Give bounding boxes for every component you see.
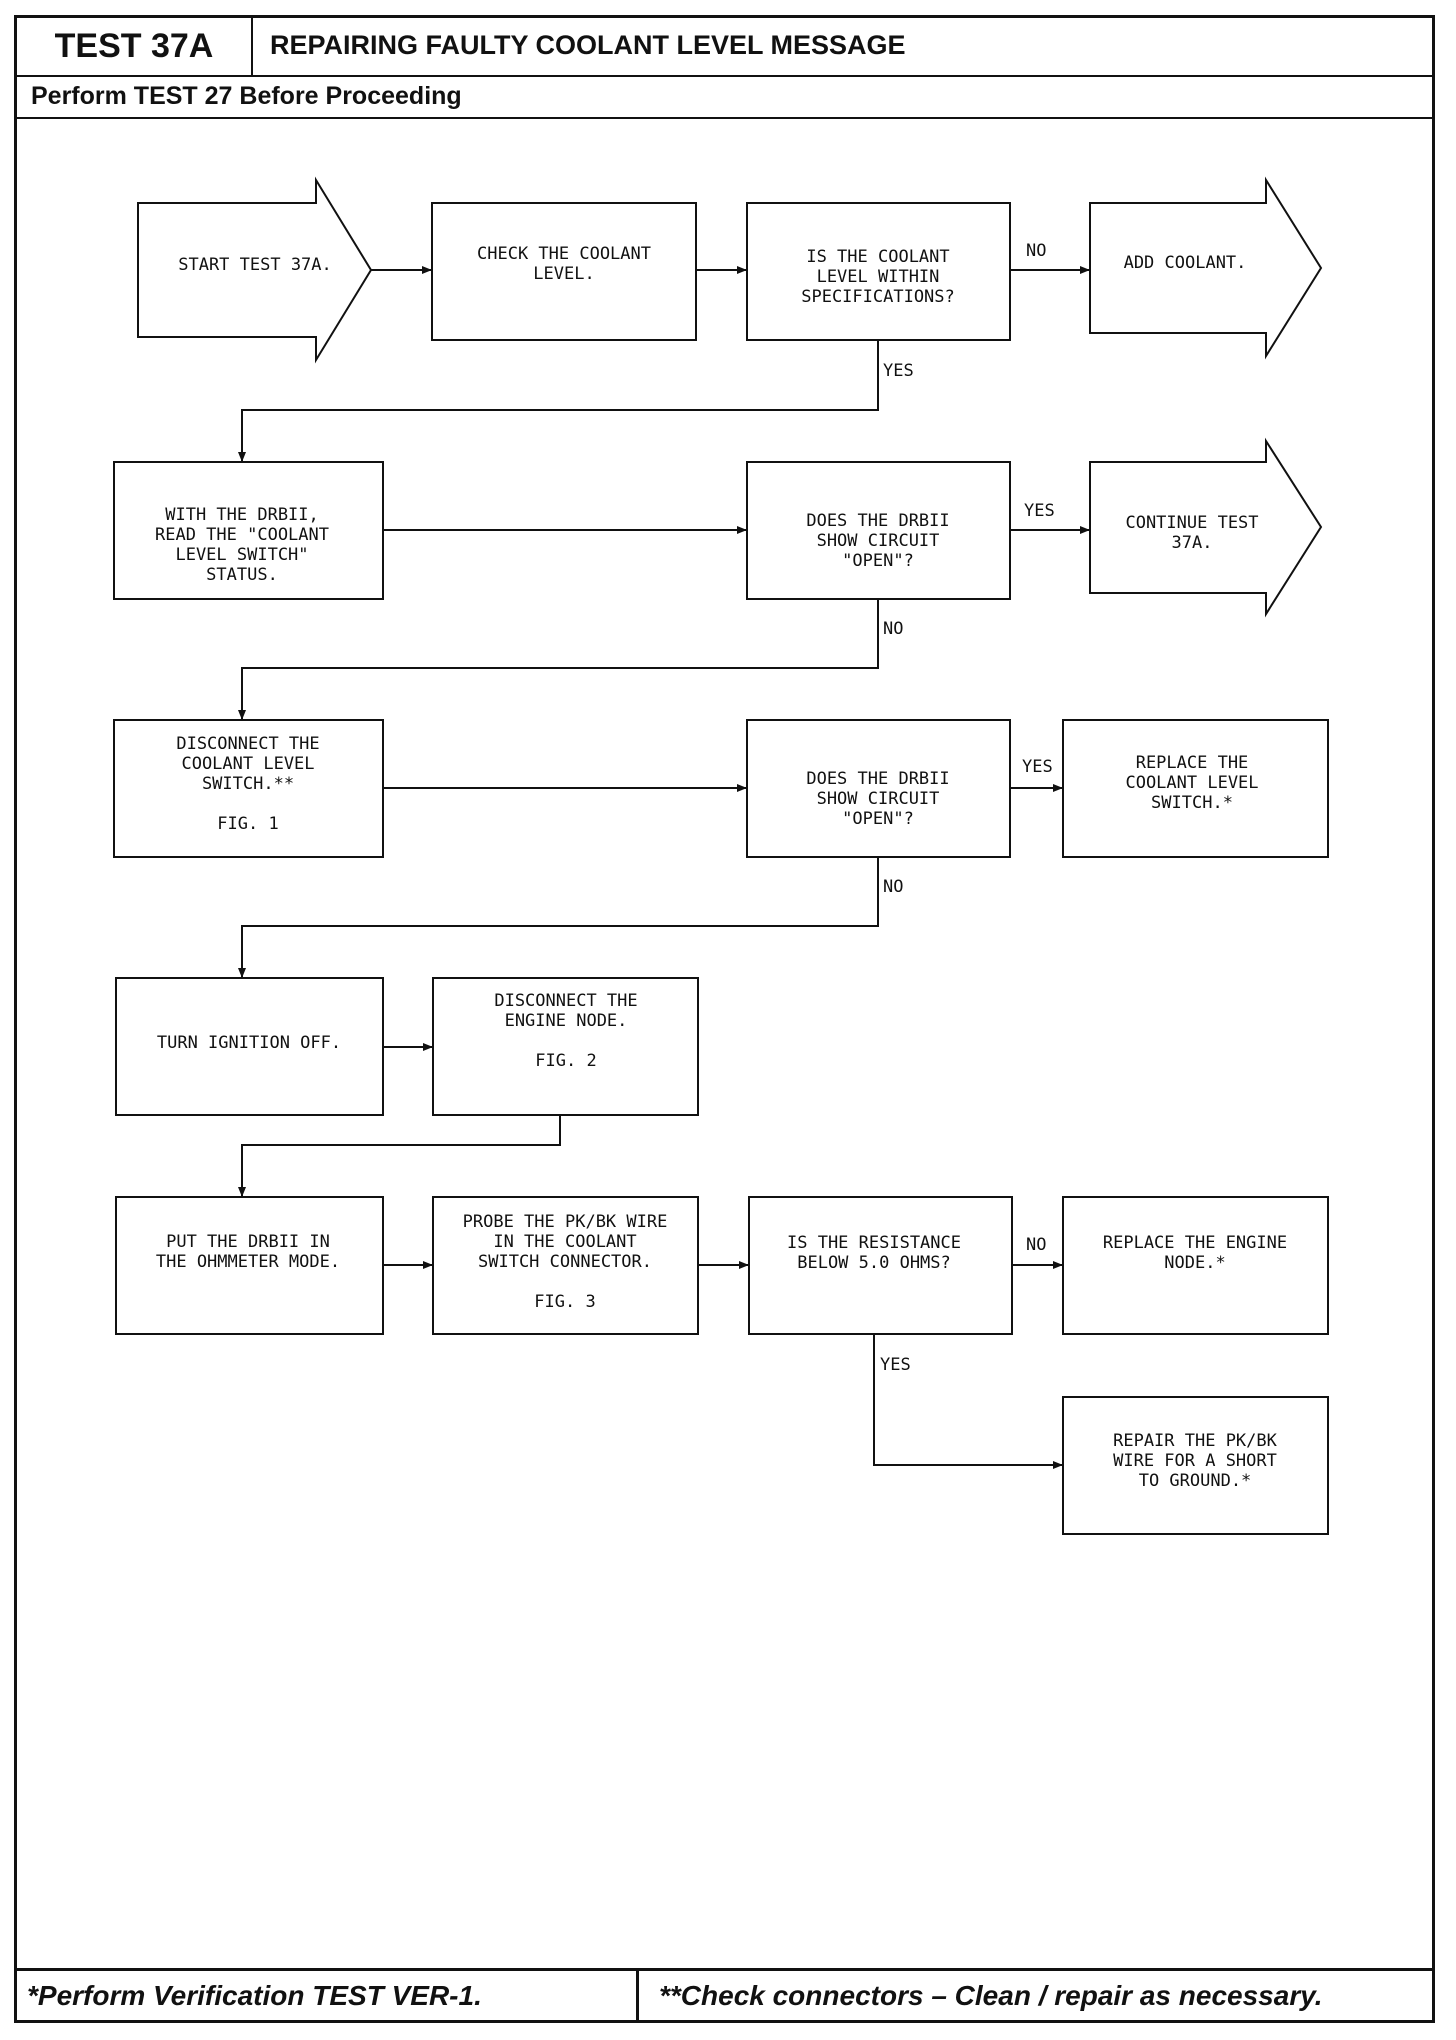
node-line: TO GROUND.* (1139, 1471, 1252, 1491)
node-line: "OPEN"? (842, 551, 914, 571)
edge-resistance-repair (873, 1334, 1063, 1469)
node-line: FIG. 3 (534, 1292, 595, 1312)
edge-node-ohmmeter (238, 1115, 561, 1197)
edge-label-no-4: NO (1026, 1235, 1046, 1255)
edge-open2-ignition (238, 857, 879, 978)
node-line: SWITCH CONNECTOR. (478, 1252, 652, 1272)
node-line: STATUS. (206, 565, 278, 585)
node-line: REPLACE THE (1136, 753, 1249, 773)
probe-box (432, 1196, 699, 1335)
start-arrow-shape (137, 176, 373, 364)
disconnect-node-box (432, 977, 699, 1116)
ignition-off-box (115, 977, 384, 1116)
page-title: REPAIRING FAULTY COOLANT LEVEL MESSAGE (270, 30, 906, 60)
node-ignition-off: TURN IGNITION OFF. (157, 1033, 341, 1053)
node-line: REPLACE THE ENGINE (1103, 1233, 1287, 1253)
edge-label-yes-1: YES (883, 361, 914, 381)
node-line: REPAIR THE PK/BK (1113, 1431, 1278, 1451)
node-line: CONTINUE TEST (1125, 513, 1258, 533)
node-line: DOES THE DRBII (806, 769, 949, 789)
within-spec-box (746, 202, 1011, 341)
node-line: ENGINE NODE. (505, 1011, 628, 1031)
node-line: IS THE COOLANT (806, 247, 949, 267)
footer-note-verification: *Perform Verification TEST VER-1. (17, 1971, 639, 2020)
node-line: SHOW CIRCUIT (817, 531, 940, 551)
edge-label-yes-4: YES (880, 1355, 911, 1375)
node-start: START TEST 37A. (178, 255, 332, 275)
test-id: TEST 37A (17, 18, 253, 75)
node-line: SWITCH.** (202, 774, 294, 794)
edge-spec-read (238, 340, 879, 462)
node-line: START TEST 37A. (178, 255, 332, 275)
node-line: LEVEL WITHIN (817, 267, 940, 287)
add-coolant-arrow-shape (1089, 176, 1323, 360)
node-add-coolant: ADD COOLANT. (1124, 253, 1247, 273)
node-line: DISCONNECT THE (494, 991, 637, 1011)
node-line: COOLANT LEVEL (1125, 773, 1258, 793)
open-q2-box (746, 719, 1011, 858)
node-line: IN THE COOLANT (493, 1232, 636, 1252)
footer-note-connectors: **Check connectors – Clean / repair as n… (659, 1979, 1323, 2011)
node-line: 37A. (1172, 533, 1213, 553)
node-line: WITH THE DRBII, (165, 505, 319, 525)
footer-row: *Perform Verification TEST VER-1. **Chec… (17, 1968, 1432, 2020)
node-line: FIG. 2 (535, 1051, 596, 1071)
edge-label-yes-3: YES (1022, 757, 1053, 777)
node-line: NODE.* (1164, 1253, 1225, 1273)
edge-label-no-1: NO (1026, 241, 1046, 261)
resistance-q-box (748, 1196, 1013, 1335)
node-line: PUT THE DRBII IN (166, 1232, 330, 1252)
node-line: DOES THE DRBII (806, 511, 949, 531)
replace-node-box (1062, 1196, 1329, 1335)
subtitle-row: Perform TEST 27 Before Proceeding (17, 77, 1432, 119)
node-line: COOLANT LEVEL (181, 754, 314, 774)
node-line: BELOW 5.0 OHMS? (797, 1253, 951, 1273)
subtitle: Perform TEST 27 Before Proceeding (31, 82, 462, 110)
node-line: DISCONNECT THE (176, 734, 319, 754)
node-line: FIG. 1 (217, 814, 278, 834)
edge-open1-disconnect (238, 599, 879, 720)
node-line: ADD COOLANT. (1124, 253, 1247, 273)
node-line: SPECIFICATIONS? (801, 287, 955, 307)
repair-wire-box (1062, 1396, 1329, 1535)
node-line: THE OHMMETER MODE. (156, 1252, 340, 1272)
node-line: PROBE THE PK/BK WIRE (463, 1212, 668, 1232)
edge-label-yes-2: YES (1024, 501, 1055, 521)
node-line: READ THE "COOLANT (155, 525, 329, 545)
node-line: LEVEL. (533, 264, 594, 284)
node-line: CHECK THE COOLANT (477, 244, 651, 264)
node-line: SWITCH.* (1151, 793, 1233, 813)
node-line: IS THE RESISTANCE (787, 1233, 961, 1253)
open-q1-box (746, 461, 1011, 600)
node-line: WIRE FOR A SHORT (1113, 1451, 1277, 1471)
edge-label-no-3: NO (883, 877, 903, 897)
disconnect-switch-box (113, 719, 384, 858)
header-row: TEST 37A REPAIRING FAULTY COOLANT LEVEL … (17, 18, 1432, 77)
node-line: LEVEL SWITCH" (175, 545, 308, 565)
continue-arrow-shape (1089, 437, 1323, 618)
check-level-box (431, 202, 697, 341)
replace-switch-box (1062, 719, 1329, 858)
node-line: TURN IGNITION OFF. (157, 1033, 341, 1053)
edge-label-no-2: NO (883, 619, 903, 639)
node-line: "OPEN"? (842, 809, 914, 829)
node-line: SHOW CIRCUIT (817, 789, 940, 809)
